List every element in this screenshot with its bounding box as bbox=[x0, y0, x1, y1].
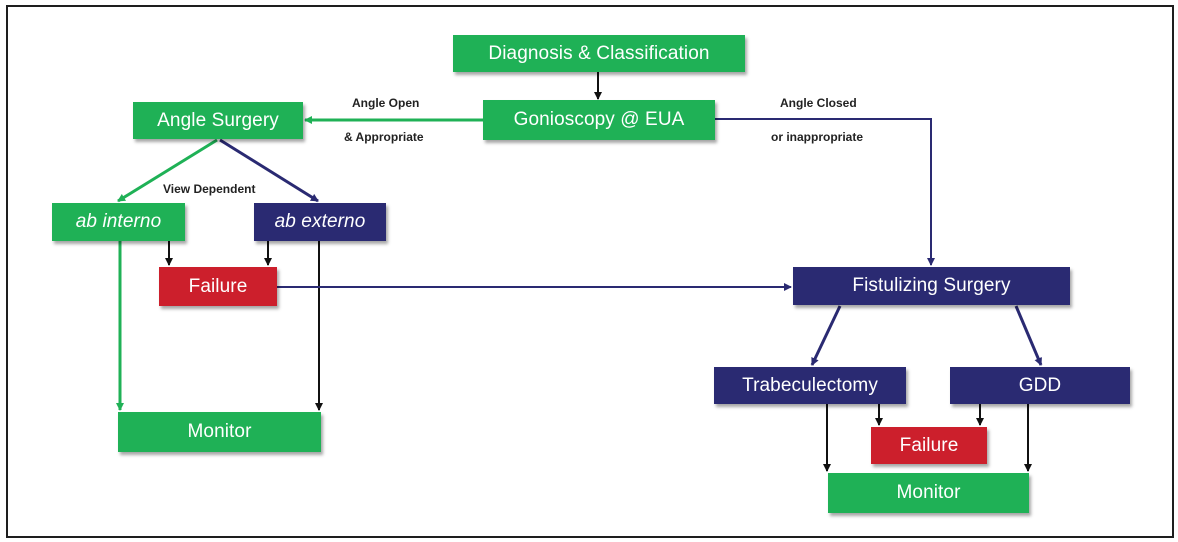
node-fistulizing-surgery: Fistulizing Surgery bbox=[793, 267, 1070, 305]
node-ab-externo: ab externo bbox=[254, 203, 386, 241]
diagram-frame bbox=[6, 5, 1174, 538]
edge-fistulizing-to-trabeculectomy bbox=[810, 305, 842, 366]
label-view-dependent: View Dependent bbox=[163, 182, 256, 196]
edge-gonioscopy-to-fistulizing bbox=[715, 118, 935, 266]
node-gdd: GDD bbox=[950, 367, 1130, 404]
node-gonioscopy-eua: Gonioscopy @ EUA bbox=[483, 100, 715, 140]
node-failure-left: Failure bbox=[159, 267, 277, 306]
label-and-appropriate: & Appropriate bbox=[344, 130, 424, 144]
node-diagnosis-classification: Diagnosis & Classification bbox=[453, 35, 745, 72]
node-monitor-right: Monitor bbox=[828, 473, 1029, 513]
node-angle-surgery: Angle Surgery bbox=[133, 102, 303, 139]
node-monitor-left: Monitor bbox=[118, 412, 321, 452]
node-trabeculectomy: Trabeculectomy bbox=[714, 367, 906, 404]
label-angle-closed: Angle Closed bbox=[780, 96, 857, 110]
label-or-inappropriate: or inappropriate bbox=[771, 130, 864, 144]
node-ab-interno: ab interno bbox=[52, 203, 185, 241]
edge-angle-surgery-to-ab-externo bbox=[219, 138, 319, 203]
node-failure-right: Failure bbox=[871, 427, 987, 464]
label-angle-open: Angle Open bbox=[352, 96, 420, 110]
edge-fistulizing-to-gdd bbox=[1014, 305, 1043, 366]
edge-angle-surgery-to-ab-interno bbox=[117, 138, 218, 203]
